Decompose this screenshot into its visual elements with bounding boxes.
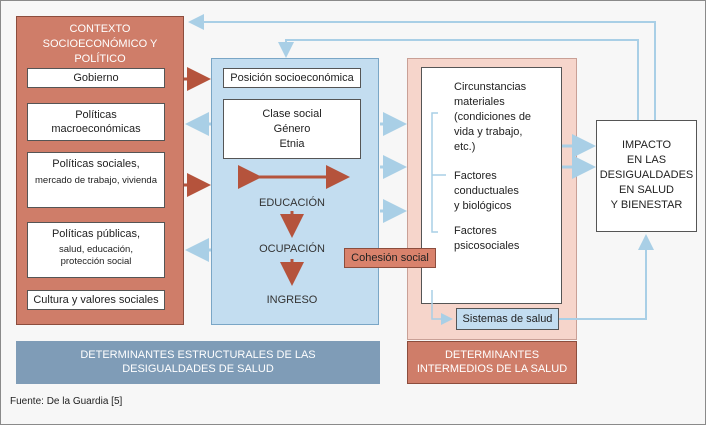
structural-label-box [16,341,380,384]
feedback-impact-context [188,14,656,120]
politicas-sociales-label: Políticas sociales, [52,158,140,170]
health-system-box [456,308,559,330]
ocupacion-label: OCUPACIÓN [259,243,325,255]
cohesion-label: Cohesión social [351,252,429,264]
educacion-label: EDUCACIÓN [258,197,325,209]
box-gobierno [27,68,165,88]
box-politicas-sociales [27,152,165,208]
impact-line-3: DESIGUALDADES [599,169,694,181]
circ-line-5: etc.) [454,141,476,153]
psico-line-2: psicosociales [454,240,520,252]
intermediate-inner-box [421,67,562,304]
clase-social-label: Clase social [262,108,322,120]
impact-line-1: IMPACTO [621,139,672,151]
impact-box [596,120,697,232]
impact-line-5: Y BIENESTAR [610,199,683,211]
cohesion-box [344,248,436,268]
structural-label: DETERMINANTES ESTRUCTURALES DE LAS DESIG… [80,349,316,375]
feedback-impact-position [278,39,639,120]
ingreso-label: INGRESO [266,294,318,306]
factores-line-1: Factores [454,170,497,182]
intermediate-label-box [407,341,577,384]
circ-line-3: (condiciones de [454,111,532,123]
politicas-sociales-detail: mercado de trabajo, vivienda [35,175,157,186]
gobierno-label: Gobierno [73,72,119,84]
arrow-health-to-impact [559,234,654,320]
macroeconomicas-label: macroeconómicas [51,123,141,135]
genero-label: Género [273,123,311,135]
etnia-label: Etnia [279,138,305,150]
politicas-label: Políticas [75,109,117,121]
health-system-label: Sistemas de salud [462,313,553,325]
cultura-label: Cultura y valores sociales [33,294,159,306]
intermediate-label: DETERMINANTES INTERMEDIOS DE LA SALUD [416,349,568,375]
bracket-factors [431,112,438,233]
box-cultura [27,290,165,310]
psico-line-1: Factores [454,225,497,237]
source-note: Fuente: De la Guardia [5] [10,396,123,407]
impact-line-2: EN LAS [626,154,667,166]
box-politicas-macro [27,103,165,141]
factores-line-2: conductuales [454,185,519,197]
arrow-to-health-system [431,290,453,325]
factores-line-3: y biológicos [454,200,512,212]
circ-line-4: vida y trabajo, [454,126,523,138]
impact-line-4: EN SALUD [618,184,675,196]
circ-line-2: materiales [454,96,505,108]
circ-line-1: Circunstancias [454,81,527,93]
box-posicion [223,68,361,88]
politicas-publicas-detail: salud, educación, protección social [59,244,133,267]
politicas-publicas-label: Políticas públicas, [51,228,141,240]
box-politicas-publicas [27,222,165,278]
context-title: CONTEXTO SOCIOECONÓMICO Y POLÍTICO [42,23,158,65]
posicion-label: Posición socioeconómica [230,72,354,84]
box-clase-genero-etnia [223,99,361,159]
